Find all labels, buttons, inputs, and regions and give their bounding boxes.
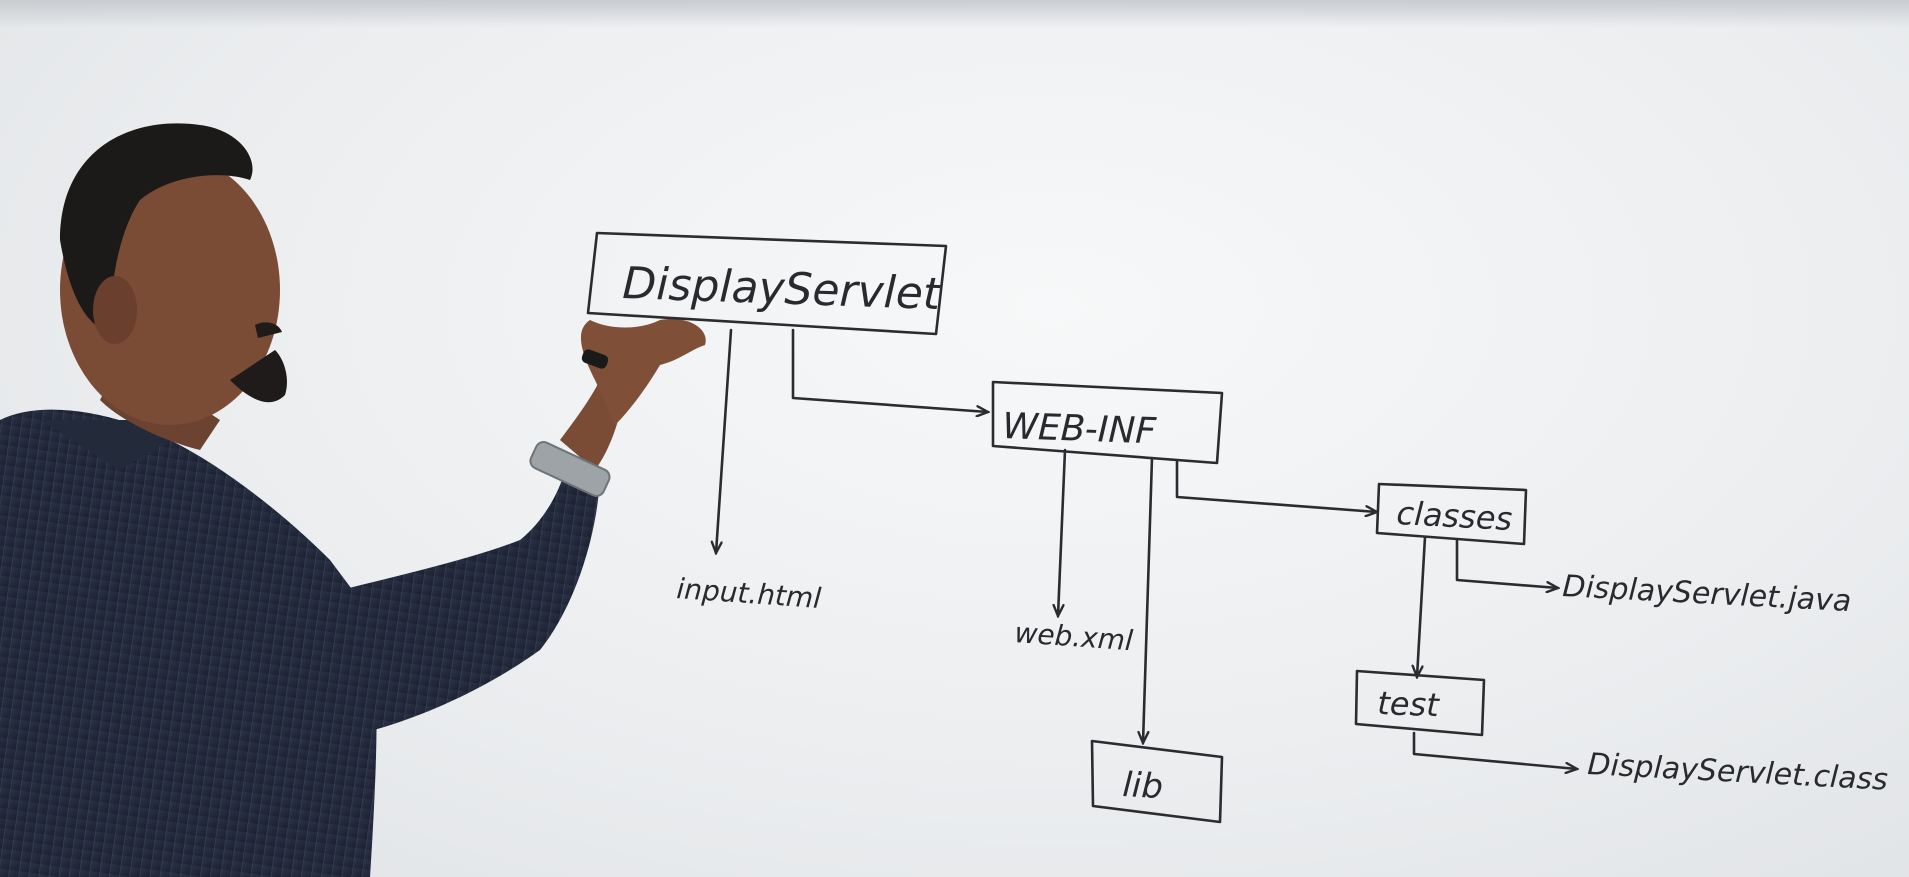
- label-webinf: WEB-INF: [1002, 406, 1158, 452]
- arrow-to-input-file: [716, 328, 733, 553]
- box-lib: [1090, 739, 1224, 824]
- label-class-file: DisplayServlet.class: [1587, 747, 1889, 798]
- label-displayservlet: DisplayServlet: [622, 258, 943, 320]
- arrow-to-lib: [1143, 456, 1154, 743]
- arrow-to-test: [1417, 535, 1427, 677]
- arrow-to-class-file: [1412, 731, 1577, 769]
- presenter-figure: [0, 123, 706, 877]
- label-java-file: DisplayServlet.java: [1562, 569, 1853, 619]
- label-test: test: [1377, 684, 1441, 724]
- label-input-file: input.html: [676, 572, 823, 615]
- label-lib: lib: [1122, 765, 1165, 807]
- arrow-to-webinf: [791, 328, 988, 412]
- box-webinf: [991, 380, 1224, 465]
- box-test: [1354, 669, 1486, 737]
- label-web-xml: web.xml: [1014, 616, 1135, 657]
- label-classes: classes: [1396, 494, 1514, 538]
- box-displayservlet: [586, 231, 948, 336]
- board-top-edge: [0, 0, 1909, 28]
- arrow-to-classes: [1175, 460, 1377, 512]
- arrow-to-java-file: [1455, 538, 1558, 588]
- arrow-to-web-xml: [1058, 448, 1067, 616]
